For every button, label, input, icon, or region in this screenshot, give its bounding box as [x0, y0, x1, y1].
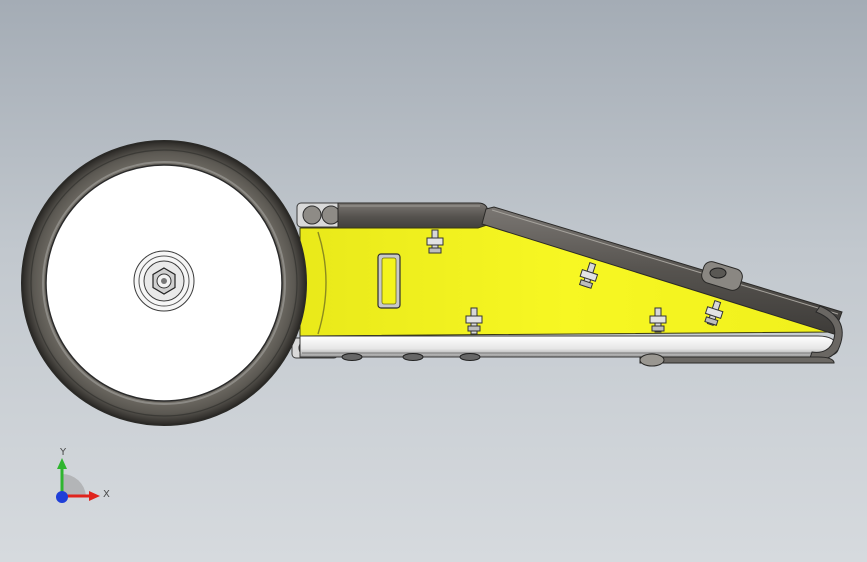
nose-roller [809, 305, 843, 361]
bolt [426, 229, 444, 254]
wheel-hub [133, 250, 195, 312]
coordinate-triad: Y X [56, 447, 110, 503]
plate-wheel-seam [317, 231, 327, 335]
x-axis-label: X [103, 489, 110, 500]
lower-front-strip [639, 356, 835, 364]
bolt [649, 307, 667, 333]
bolt [465, 307, 483, 335]
bolt [578, 262, 599, 289]
bolt [704, 300, 724, 326]
rail-bushings [341, 353, 481, 361]
z-axis-origin [56, 491, 68, 503]
arm-pivot-pad [701, 261, 743, 291]
y-axis-label: Y [59, 447, 67, 458]
bottom-rail [299, 335, 839, 358]
hinge-block-upper [296, 202, 344, 228]
wheel[interactable] [21, 140, 307, 426]
lower-front-bushing [639, 353, 665, 367]
top-frame-bar [337, 202, 489, 231]
